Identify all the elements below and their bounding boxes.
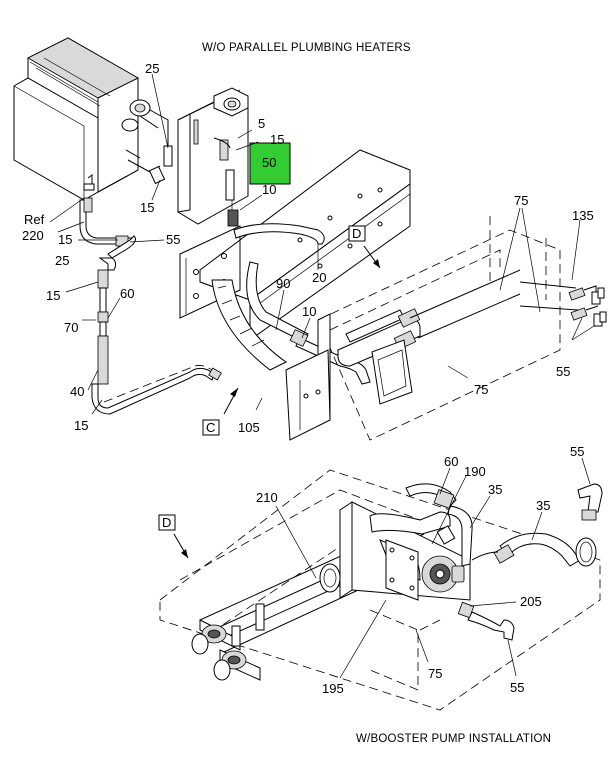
callout-5: 5 (258, 116, 265, 131)
highlighted-part-label[interactable]: 50 (262, 155, 276, 170)
callout-20: 20 (312, 270, 326, 285)
callout-60-bottom: 60 (444, 454, 458, 469)
callout-105: 105 (238, 420, 260, 435)
callout-10-hose: 10 (302, 304, 316, 319)
top-leader-lines (49, 73, 595, 415)
callout-25-hose: 25 (55, 253, 69, 268)
callout-15-left: 15 (46, 288, 60, 303)
view-arrow-d-bottom (181, 549, 188, 558)
mounting-bracket (177, 87, 249, 227)
callout-15-heater: 15 (140, 200, 154, 215)
callout-40: 40 (70, 384, 84, 399)
callout-60-top: 60 (120, 286, 134, 301)
callout-15-bottom: 15 (74, 418, 88, 433)
callout-10-bracket: 10 (262, 182, 276, 197)
view-box-c (202, 419, 220, 436)
highlighted-part-box[interactable] (249, 142, 291, 185)
callout-135: 135 (572, 208, 594, 223)
callout-75-bottom-view: 75 (428, 666, 442, 681)
callout-195: 195 (322, 681, 344, 696)
top-view-title: W/O PARALLEL PLUMBING HEATERS (202, 42, 411, 54)
callout-55-bottom-low: 55 (510, 680, 524, 695)
bottom-fittings-left (191, 603, 265, 681)
callout-70: 70 (64, 320, 78, 335)
callout-210: 210 (256, 490, 278, 505)
callout-15-hose: 15 (58, 232, 72, 247)
callout-15-bracket: 15 (270, 132, 284, 147)
crossmember-hose (233, 223, 371, 385)
view-box-d-bottom (158, 514, 176, 531)
bottom-leader-lines (275, 457, 591, 679)
bottom-view-title: W/BOOSTER PUMP INSTALLATION (356, 733, 551, 745)
callout-55-bottom-top: 55 (570, 444, 584, 459)
callout-55-top: 55 (166, 232, 180, 247)
heater-hoses (79, 197, 222, 415)
view-arrow-d-top (373, 259, 380, 268)
heater-unit (13, 37, 173, 201)
right-crossmember (285, 216, 607, 441)
callout-220: 220 (22, 228, 44, 243)
callout-55-right: 55 (556, 364, 570, 379)
callout-90: 90 (276, 276, 290, 291)
booster-pump (339, 501, 471, 601)
view-box-d-top (348, 225, 366, 242)
view-box-c-label: C (206, 420, 215, 435)
booster-hoses (405, 483, 603, 641)
callout-35-hose: 35 (536, 498, 550, 513)
view-box-d-bottom-label: D (162, 515, 171, 530)
callout-190: 190 (464, 464, 486, 479)
view-arrow-c (230, 388, 238, 397)
view-box-d-top-label: D (352, 226, 361, 241)
callout-205: 205 (520, 594, 542, 609)
callout-ref: Ref (24, 212, 45, 227)
callout-25-top: 25 (145, 61, 159, 76)
callout-75-bottom: 75 (474, 382, 488, 397)
bottom-frame (159, 469, 601, 711)
callout-35-pump: 35 (488, 482, 502, 497)
callout-75-top: 75 (514, 193, 528, 208)
